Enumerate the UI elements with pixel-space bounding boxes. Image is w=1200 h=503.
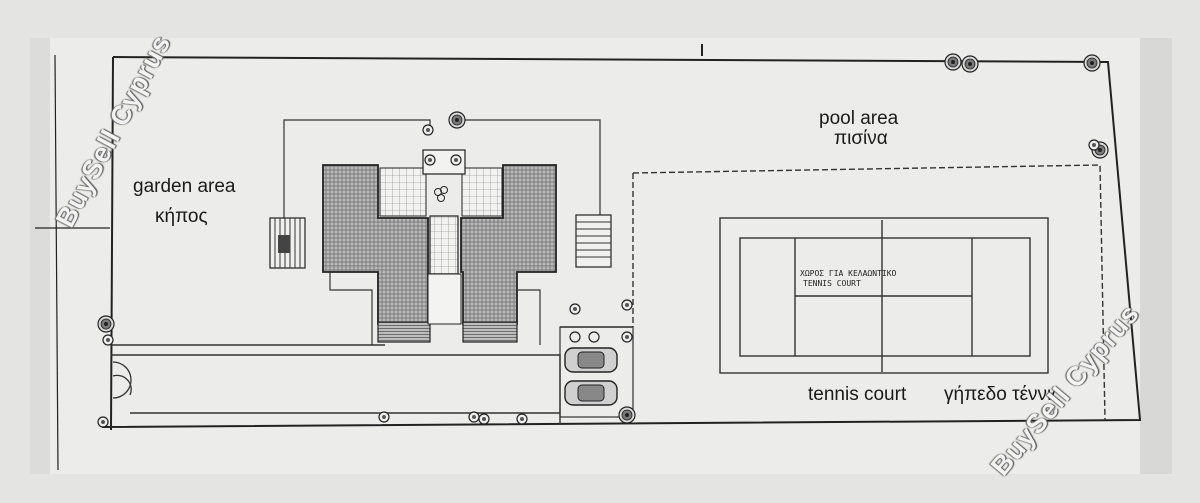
left-steps [269,217,306,269]
garden-area-label: garden area [133,176,236,197]
central-courtyard [422,149,466,325]
parking-bay [559,326,634,418]
garden-area-label-greek: κήπος [155,206,208,227]
car-1 [564,347,618,373]
house-right-wing [460,164,557,343]
paper-right-shade [1140,38,1172,474]
court-label-gr: ΧΩΡΟΣ ΓΙΑ ΚΕΛΑΩΝΤΙΚΟ [800,269,897,278]
right-steps [575,214,612,268]
paper-left-shade [30,38,50,474]
court-label-en: TENNIS COURT [803,279,861,288]
tennis-court-label: tennis court [808,384,907,405]
tennis-court [719,217,1049,374]
pool-area-label-greek: πισίνα [834,128,888,149]
house-left-wing [322,164,431,343]
plot-boundary [35,54,1142,471]
entrance-gate [112,361,132,399]
pool-area-boundary [632,164,1106,421]
car-2 [564,380,618,406]
pool-area-label: pool area [819,108,899,129]
tennis-court-label-greek: γήπεδο τέννις [944,384,1061,405]
